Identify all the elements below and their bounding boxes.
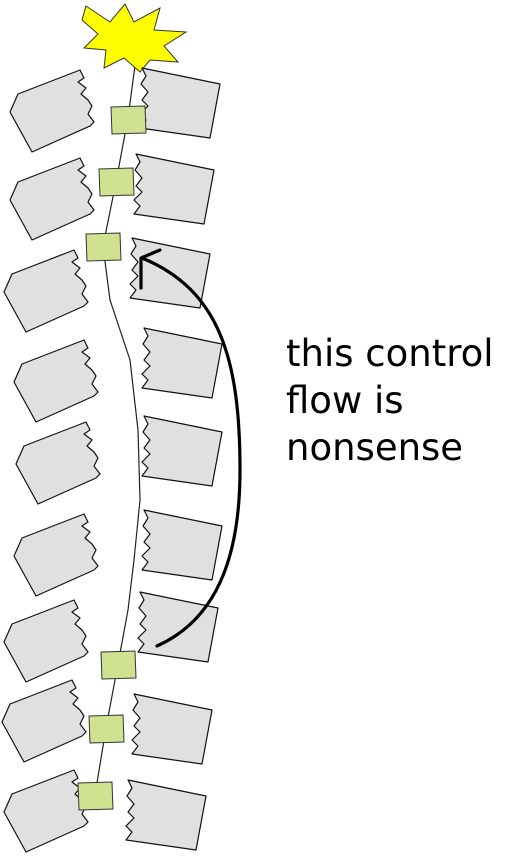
vertebra-1 [9,67,221,153]
vertebra-3 [3,232,211,333]
vertebra-4 [13,327,223,423]
block-node-4 [100,650,137,680]
block-node-1 [110,105,147,135]
block-node-6 [77,781,114,811]
vertebra-5 [15,415,223,505]
block-node-2 [98,167,135,197]
vertebra-6 [13,509,223,597]
annotation-line-3: nonsense [286,426,464,469]
block-node-3 [85,232,122,262]
star-burst-icon [81,3,188,73]
vertebra-9 [3,769,207,853]
annotation-line-2: flow is [286,379,404,422]
annotation-line-1: this control [286,332,494,375]
vertebra-8 [1,679,213,765]
vertebra-2 [9,153,215,241]
block-node-5 [88,714,125,744]
vertebra-7 [3,591,219,683]
curved-arrow-icon [139,248,242,648]
annotation-text: this control flow is nonsense [286,330,510,471]
